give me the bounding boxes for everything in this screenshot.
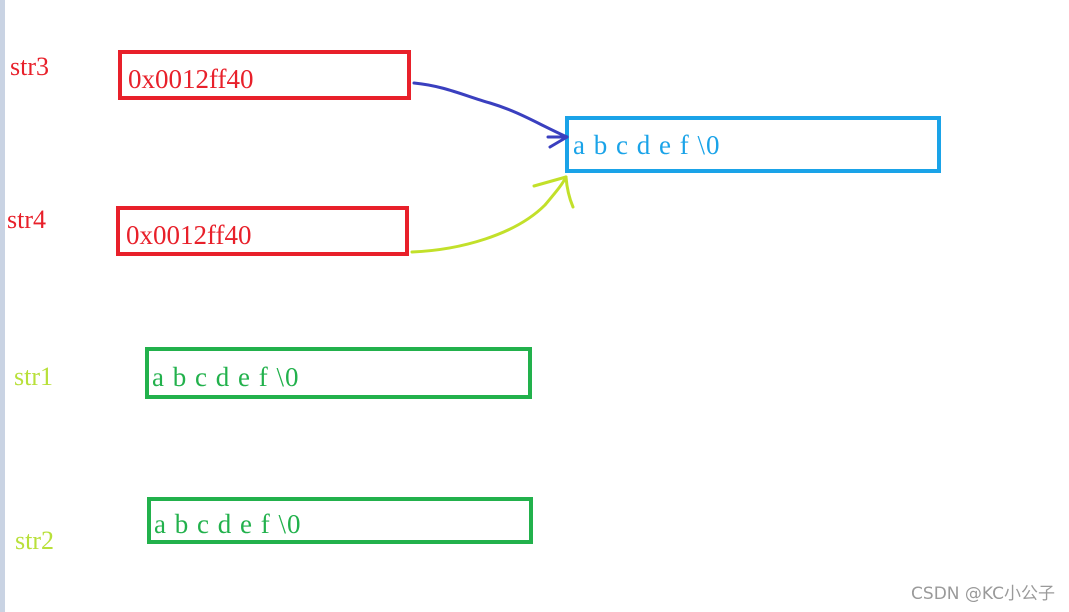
str3-pointer-box: 0x0012ff40 <box>118 50 411 100</box>
str4-pointer-box: 0x0012ff40 <box>116 206 409 256</box>
shared-string-value: a b c d e f \0 <box>573 130 721 160</box>
str4-address-value: 0x0012ff40 <box>126 220 252 250</box>
str3-arrow <box>412 81 569 149</box>
label-str1: str1 <box>14 362 53 391</box>
csdn-watermark: CSDN @KC小公子 <box>911 584 1055 604</box>
left-edge-strip <box>0 0 5 612</box>
label-str3: str3 <box>10 52 49 81</box>
label-str4: str4 <box>7 205 46 234</box>
str2-array-value: a b c d e f \0 <box>154 509 302 539</box>
str1-array-box: a b c d e f \0 <box>145 347 532 399</box>
str3-address-value: 0x0012ff40 <box>128 64 254 94</box>
label-str2: str2 <box>15 526 54 555</box>
shared-string-box: a b c d e f \0 <box>565 116 941 173</box>
str4-arrow <box>410 175 575 254</box>
str1-array-value: a b c d e f \0 <box>152 362 300 392</box>
str2-array-box: a b c d e f \0 <box>147 497 533 544</box>
